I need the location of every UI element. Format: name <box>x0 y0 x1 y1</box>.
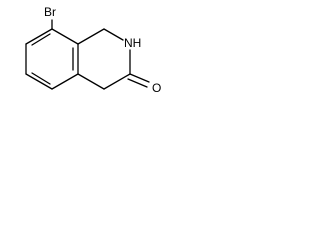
bromine-label: Br <box>44 5 56 19</box>
carbonyl-bond-2 <box>127 78 148 88</box>
bond-c4a-c5 <box>51 73 79 90</box>
bond-c5-c6 <box>25 73 53 90</box>
structure-diagram: Br NH O <box>25 5 161 95</box>
double-bond-inner-3 <box>31 33 51 46</box>
oxygen-label: O <box>152 81 161 95</box>
nh-label: NH <box>124 36 141 50</box>
bond-c7-c8 <box>25 28 53 45</box>
carbonyl-bond-1 <box>129 73 150 83</box>
bond-c8-c8a <box>51 28 79 45</box>
bond-c8a-c1 <box>77 28 105 45</box>
bond-c1-n2 <box>103 28 124 41</box>
bond-c4-c4a <box>77 73 105 90</box>
bond-c3-c4 <box>103 73 131 90</box>
double-bond-inner-2 <box>31 72 51 85</box>
